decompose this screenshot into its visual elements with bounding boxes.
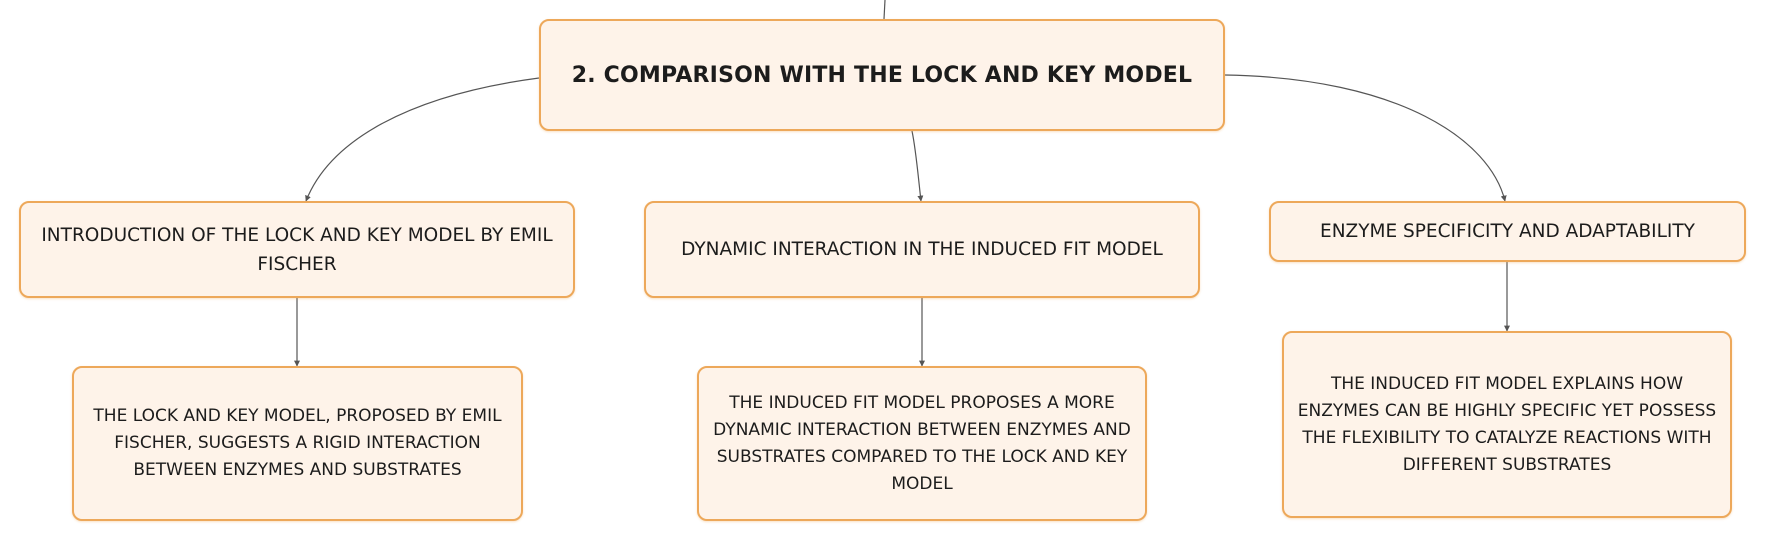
branch-node-lock-and-key-intro[interactable]: INTRODUCTION OF THE LOCK AND KEY MODEL B… (19, 201, 575, 298)
leaf-text: THE INDUCED FIT MODEL PROPOSES A MORE DY… (713, 392, 1131, 494)
connector-root-to-branch-2 (911, 130, 924, 202)
branch-label: ENZYME SPECIFICITY AND ADAPTABILITY (1320, 221, 1695, 242)
branch-label: DYNAMIC INTERACTION IN THE INDUCED FIT M… (681, 239, 1163, 260)
root-topic-node[interactable]: 2. COMPARISON WITH THE LOCK AND KEY MODE… (539, 19, 1225, 131)
branch-label: INTRODUCTION OF THE LOCK AND KEY MODEL B… (41, 224, 553, 275)
branch-node-enzyme-specificity[interactable]: ENZYME SPECIFICITY AND ADAPTABILITY (1269, 201, 1746, 262)
leaf-text: THE LOCK AND KEY MODEL, PROPOSED BY EMIL… (93, 406, 502, 480)
leaf-node-specificity-description[interactable]: THE INDUCED FIT MODEL EXPLAINS HOW ENZYM… (1282, 331, 1732, 518)
leaf-text: THE INDUCED FIT MODEL EXPLAINS HOW ENZYM… (1297, 373, 1717, 475)
leaf-node-induced-fit-description[interactable]: THE INDUCED FIT MODEL PROPOSES A MORE DY… (697, 366, 1147, 521)
branch-node-dynamic-interaction[interactable]: DYNAMIC INTERACTION IN THE INDUCED FIT M… (644, 201, 1200, 298)
parent-connector (883, 0, 886, 20)
connector-root-to-branch-1 (305, 77, 540, 202)
connector-root-to-branch-3 (1224, 74, 1507, 202)
leaf-node-lock-and-key-description[interactable]: THE LOCK AND KEY MODEL, PROPOSED BY EMIL… (72, 366, 523, 521)
root-topic-label: 2. COMPARISON WITH THE LOCK AND KEY MODE… (571, 62, 1193, 88)
